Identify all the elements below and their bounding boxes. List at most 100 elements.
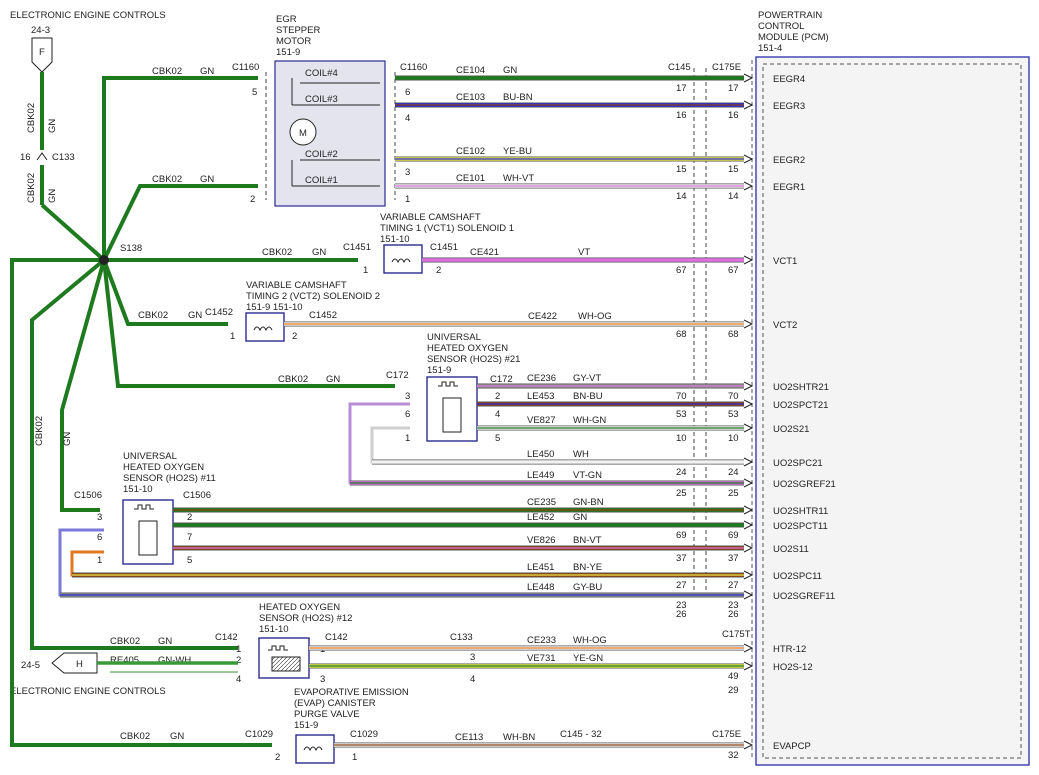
svg-text:TIMING 2 (VCT2) SOLENOID 2: TIMING 2 (VCT2) SOLENOID 2 (246, 291, 380, 302)
pin-right: 23 (728, 600, 739, 611)
svg-text:GN-WH: GN-WH (158, 655, 191, 666)
pcm-pin-label: EEGR2 (773, 155, 805, 166)
svg-text:C1451: C1451 (430, 242, 458, 253)
svg-text:2: 2 (436, 265, 441, 276)
svg-text:151-10: 151-10 (123, 484, 153, 495)
svg-text:C1029: C1029 (245, 729, 273, 740)
wire-color: YE-BU (503, 146, 532, 157)
pcm-pin-label: EEGR4 (773, 74, 805, 85)
pin-right: 29 (728, 685, 739, 696)
pin-right: 26 (728, 609, 739, 620)
pcm-pin-label: VCT2 (773, 320, 797, 331)
pin-left: 16 (676, 110, 687, 121)
pin-left: 26 (676, 609, 687, 620)
svg-text:GN: GN (62, 432, 73, 446)
pcm-pin-label: UO2SHTR21 (773, 382, 829, 393)
wire-color: WH-OG (578, 311, 612, 322)
pcm-pin-label: EEGR3 (773, 101, 805, 112)
svg-text:5: 5 (252, 87, 257, 98)
pcm-pin-label: EVAPCP (773, 741, 811, 752)
svg-text:4: 4 (495, 409, 500, 420)
pin-right: 49 (728, 671, 739, 682)
pin-right: 14 (728, 191, 739, 202)
pcm-pin-arrow (743, 590, 754, 600)
pin-right: 24 (728, 467, 739, 478)
wire-color: BN-VT (573, 535, 602, 546)
svg-text:CBK02: CBK02 (152, 66, 182, 77)
svg-text:GN: GN (312, 247, 326, 258)
svg-text:CBK02: CBK02 (34, 416, 45, 446)
svg-text:C172: C172 (386, 370, 409, 381)
svg-text:C1160: C1160 (400, 62, 427, 73)
vct2-solenoid: VARIABLE CAMSHAFT TIMING 2 (VCT2) SOLENO… (245, 280, 380, 342)
eec-bottom-label: ELECTRONIC ENGINE CONTROLS (10, 686, 166, 697)
svg-text:5: 5 (187, 555, 192, 566)
pcm-pin-arrow (743, 73, 754, 83)
svg-text:2: 2 (275, 752, 280, 763)
vwire-color-bottom: GN (47, 189, 58, 203)
svg-text:C175E: C175E (712, 62, 741, 73)
svg-text:C175T: C175T (722, 629, 751, 640)
svg-text:F: F (39, 47, 45, 58)
wire-circuit: VE731 (527, 653, 556, 664)
pin-right: 16 (728, 110, 739, 121)
svg-text:2: 2 (236, 655, 241, 666)
wire-circuit: CE104 (456, 65, 485, 76)
pcm-pin-arrow (743, 154, 754, 164)
svg-text:2: 2 (292, 331, 297, 342)
pcm-pin-arrow (743, 423, 754, 433)
egr-stepper-motor: EGR STEPPER MOTOR 151-9 COIL#4 COIL#3 CO… (274, 14, 386, 207)
wire-circuit: LE451 (527, 562, 554, 573)
wire-color: GY-BU (573, 582, 602, 593)
svg-text:TIMING 1 (VCT1) SOLENOID 1: TIMING 1 (VCT1) SOLENOID 1 (380, 223, 514, 234)
pin-left: 37 (676, 553, 687, 564)
svg-text:C1452: C1452 (309, 310, 337, 321)
svg-text:2: 2 (187, 512, 192, 523)
pin-left: 14 (676, 191, 687, 202)
wire-circuit: CE235 (527, 497, 556, 508)
wire-color: WH-BN (503, 732, 535, 743)
svg-text:151-9: 151-9 (427, 365, 451, 376)
wire-color: WH-VT (503, 173, 534, 184)
wire-circuit: CE101 (456, 173, 485, 184)
svg-text:6: 6 (405, 87, 410, 98)
pcm-pin-arrow (743, 520, 754, 530)
pcm-pin-label: UO2S11 (773, 544, 809, 555)
main-vertical-wire (40, 72, 106, 262)
svg-text:CBK02: CBK02 (278, 374, 308, 385)
flag-f-icon: F (31, 37, 53, 73)
svg-text:GN: GN (200, 66, 214, 77)
svg-text:H: H (76, 659, 83, 670)
pcm-pin-arrow (743, 457, 754, 467)
pcm-title-3: MODULE (PCM) (758, 32, 829, 43)
svg-text:151-10: 151-10 (380, 234, 410, 245)
svg-text:GN: GN (170, 731, 184, 742)
wire-color: YE-GN (573, 653, 603, 664)
splice-harness (10, 76, 395, 747)
svg-text:PURGE VALVE: PURGE VALVE (294, 709, 360, 720)
pin-left: 15 (676, 164, 687, 175)
svg-text:CBK02: CBK02 (120, 731, 150, 742)
svg-text:C175E: C175E (712, 729, 741, 740)
pin-right: 53 (728, 409, 739, 420)
svg-text:6: 6 (97, 532, 102, 543)
pcm-pin-label: EEGR1 (773, 182, 805, 193)
splice-s138 (99, 255, 109, 265)
wire-color: VT-GN (573, 470, 602, 481)
svg-text:C172: C172 (490, 374, 513, 385)
pin-left: 69 (676, 530, 687, 541)
svg-text:GN: GN (158, 636, 172, 647)
pin-left: 17 (676, 83, 687, 94)
wire-circuit: LE453 (527, 391, 554, 402)
pcm-pin-arrow (743, 570, 754, 580)
svg-text:1: 1 (97, 555, 102, 566)
svg-text:VARIABLE CAMSHAFT: VARIABLE CAMSHAFT (246, 280, 347, 291)
wire-circuit: CE103 (456, 92, 485, 103)
pcm-pin-label: VCT1 (773, 256, 797, 267)
pcm-pin-label: UO2SHTR11 (773, 506, 828, 517)
pcm-pin-label: UO2SPC21 (773, 458, 823, 469)
svg-text:EGR: EGR (276, 14, 297, 25)
coil3-label: COIL#3 (305, 94, 338, 105)
wire-color: GY-VT (573, 373, 601, 384)
svg-text:HEATED OXYGEN: HEATED OXYGEN (259, 602, 340, 613)
